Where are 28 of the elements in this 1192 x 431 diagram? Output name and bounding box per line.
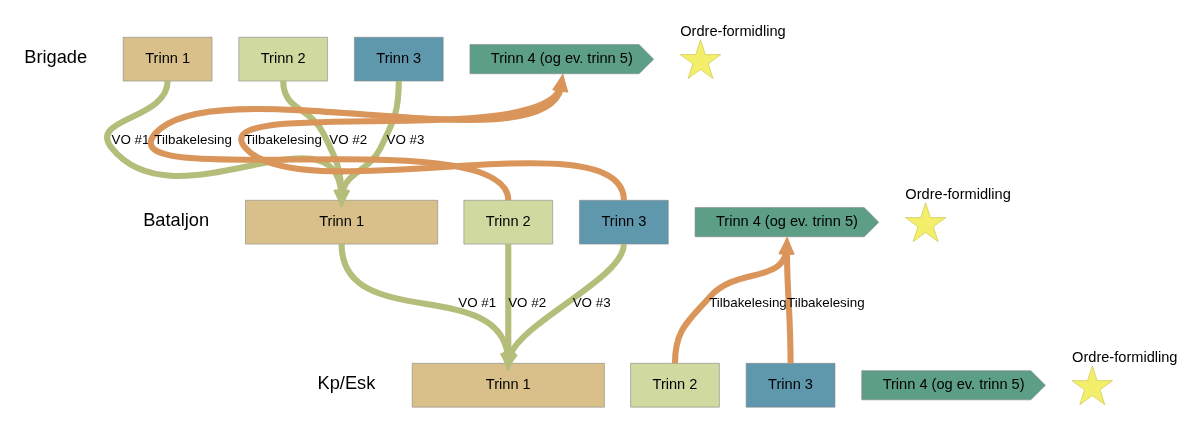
edge-label: VO #1 (111, 132, 150, 148)
label: Kp/Esk (317, 372, 376, 394)
node-star (679, 39, 722, 79)
edge-label: VO #3 (572, 295, 611, 311)
node-box: Trinn 2 (238, 36, 328, 82)
edge-label: VO #2 (508, 295, 547, 311)
node-box: Trinn 1 (411, 363, 605, 408)
node-label: Ordre-formidling (680, 22, 786, 39)
node-label: Ordre-formidling (905, 185, 1011, 202)
node-box: Trinn 1 (245, 200, 439, 245)
edge-label: Tilbakelesing (244, 132, 322, 148)
node-box: Trinn 1 (122, 36, 213, 82)
edge-label: VO #3 (386, 132, 425, 148)
node-box: Trinn 3 (354, 36, 444, 82)
node-box: Trinn 3 (579, 200, 669, 245)
node-box: Trinn 2 (463, 200, 553, 245)
node-box: Trinn 2 (630, 363, 720, 408)
node-label: Ordre-formidling (1072, 348, 1178, 365)
edge-label: VO #2 (329, 132, 368, 148)
node-star (1071, 365, 1113, 405)
edge-label: VO #1 (458, 295, 497, 311)
node-star (905, 202, 947, 242)
arrow (240, 73, 627, 202)
edge-label: Tilbakelesing (154, 132, 232, 148)
label: Bataljon (143, 209, 210, 231)
arrow (148, 73, 569, 202)
node-box: Trinn 3 (745, 363, 836, 408)
label: Brigade (24, 46, 88, 68)
